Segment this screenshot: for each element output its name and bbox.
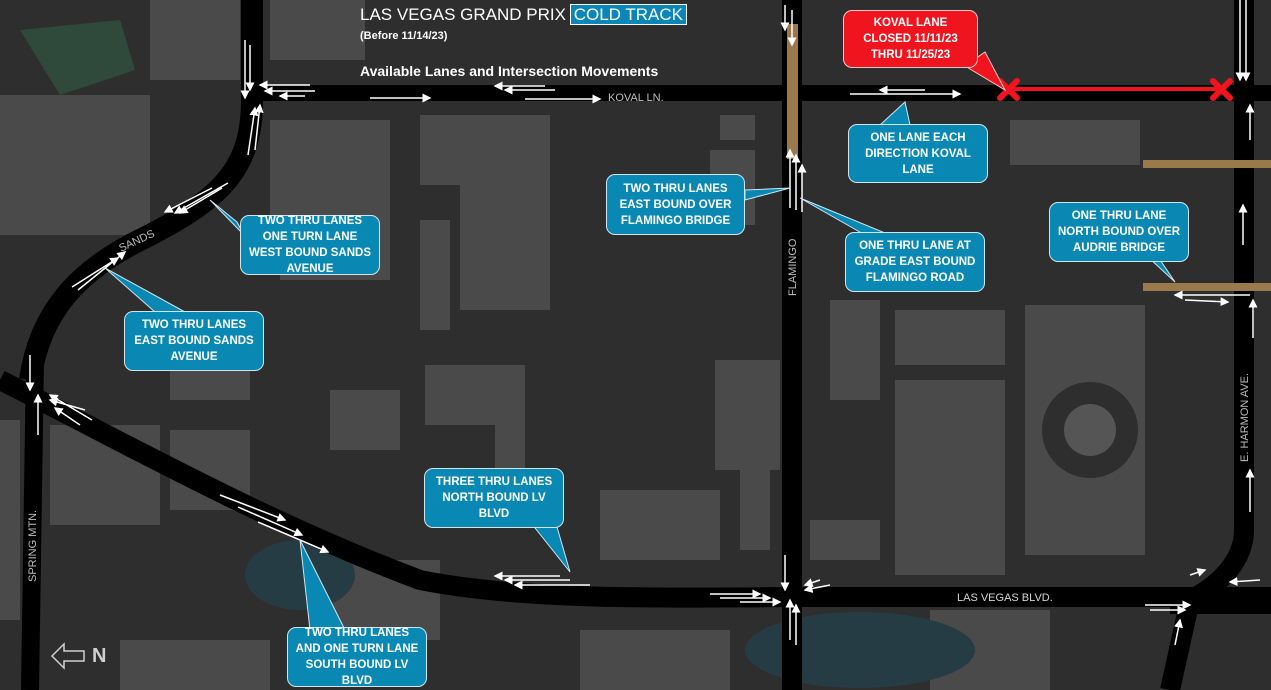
flamingo-bridge (787, 24, 798, 159)
bridge-upper (1143, 160, 1271, 168)
buildings (0, 0, 1145, 690)
harmon-label: E. HARMON AVE. (1239, 373, 1251, 462)
lv-blvd-label: LAS VEGAS BLVD. (957, 592, 1053, 604)
koval-label: KOVAL LN. (608, 92, 664, 104)
north-label: N (92, 644, 107, 667)
page-title: LAS VEGAS GRAND PRIX COLD TRACK (360, 4, 687, 25)
callout-sands-eastbound: TWO THRU LANES EAST BOUND SANDS AVENUE (124, 311, 264, 371)
callout-flamingo-bridge: TWO THRU LANES EAST BOUND OVER FLAMINGO … (606, 174, 745, 235)
callout-koval-closed: KOVAL LANE CLOSED 11/11/23 THRU 11/25/23 (843, 10, 978, 68)
cold-track-badge: COLD TRACK (569, 4, 687, 25)
callout-flamingo-grade: ONE THRU LANE AT GRADE EAST BOUND FLAMIN… (845, 232, 985, 292)
flamingo-label: FLAMINGO (787, 238, 799, 296)
callout-koval-one-lane: ONE LANE EACH DIRECTION KOVAL LANE (848, 124, 988, 183)
callout-sands-westbound: TWO THRU LANES ONE TURN LANE WEST BOUND … (240, 215, 380, 275)
lane-arrows (25, 0, 1261, 646)
spring-mtn-label: SPRING MTN. (27, 510, 39, 582)
x-icon (997, 78, 1233, 101)
audrie-bridge (1143, 283, 1271, 291)
callout-lvblvd-southbound: TWO THRU LANES AND ONE TURN LANE SOUTH B… (287, 627, 427, 687)
north-indicator: N (50, 642, 106, 670)
callout-audrie-bridge: ONE THRU LANE NORTH BOUND OVER AUDRIE BR… (1049, 202, 1189, 262)
left-arrow-outline-icon (50, 642, 85, 670)
title-text: LAS VEGAS GRAND PRIX (360, 5, 566, 24)
map-description: Available Lanes and Intersection Movemen… (360, 63, 659, 79)
callout-lvblvd-northbound: THREE THRU LANES NORTH BOUND LV BLVD (424, 468, 564, 528)
date-subtitle: (Before 11/14/23) (360, 30, 448, 42)
